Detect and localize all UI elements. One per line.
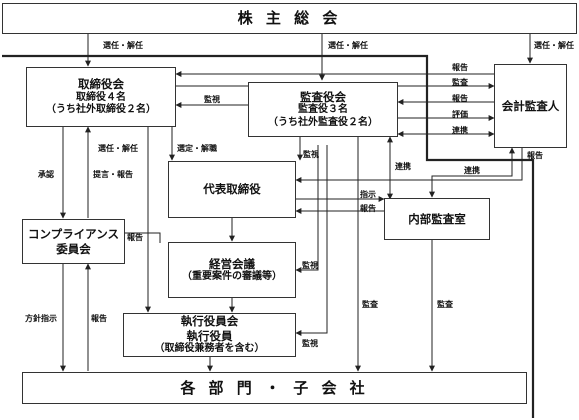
mgmt-sub: （重要案件の審議等） [182,270,282,282]
auditors-outside: （うち社外監査役２名） [268,116,378,128]
label-monitor-exec: 監視 [302,339,318,348]
label-elect-auditors: 選任・解任 [328,41,368,50]
label-audit-aa-board: 監査 [452,78,468,87]
label-monitor-board: 監視 [204,95,220,104]
compliance-committee-box: コンプライアンス 委員会 [22,219,125,264]
label-elect-accounting-auditor: 選任・解任 [534,41,574,50]
label-report-comp: 報告 [127,233,143,242]
internal-audit-title: 内部監査室 [408,211,466,226]
label-monitor-ceo: 監視 [303,150,319,159]
label-evaluate: 評価 [452,110,468,119]
label-report-aa-bottom: 報告 [527,151,543,160]
compliance-line2: 委員会 [56,241,91,256]
label-report-aa-aud: 報告 [452,94,468,103]
mgmt-title: 経営会議 [209,256,255,271]
divisions-title: 各 部 門 ・ 子 会 社 [180,378,369,397]
divisions-box: 各 部 門 ・ 子 会 社 [22,372,527,404]
arrow-cooperate-aa-ia [429,147,515,198]
label-approve: 承認 [38,170,54,179]
audit-board-box: 監査役会 監査役３名 （うち社外監査役２名） [248,82,398,137]
internal-audit-box: 内部監査室 [384,198,490,240]
board-outside: （うち社外取締役２名） [46,104,156,116]
label-report-ia-ceo: 報告 [360,204,376,213]
shareholders-title: 株 主 総 会 [237,9,342,28]
board-count: 取締役４名 [76,91,126,103]
accounting-auditor-box: 会計監査人 [494,64,567,148]
exec-line3: （取締役兼務者を含む） [154,343,265,355]
board-title: 取締役会 [78,77,124,92]
label-report-aa-board: 報告 [452,63,468,72]
shareholders-meeting-box: 株 主 総 会 [2,3,577,34]
arrow-monitor-exec [295,145,328,336]
management-meeting-box: 経営会議 （重要案件の審議等） [168,242,296,298]
label-elect-exec: 選任・解任 [98,144,138,153]
auditors-title: 監査役会 [300,89,346,104]
label-cooperate-aa: 連携 [452,126,468,135]
arrow-report-aa-ceo [295,148,523,183]
label-monitor-mgmt: 監視 [302,261,318,270]
executive-officers-box: 執行役員会 執行役員 （取締役兼務者を含む） [123,313,296,357]
accounting-auditor-title: 会計監査人 [501,98,560,113]
company-boundary [2,54,535,418]
label-cooperate-aa-ia: 連携 [464,166,480,175]
board-of-directors-box: 取締役会 取締役４名 （うち社外取締役２名） [26,67,176,127]
ceo-title: 代表取締役 [203,182,261,197]
label-propose-report: 提言・報告 [93,170,133,179]
ceo-box: 代表取締役 [168,161,296,218]
auditors-count: 監査役３名 [298,104,348,116]
exec-line2: 執行役員 [186,328,233,343]
exec-title: 執行役員会 [180,314,239,329]
arrow-monitor-mgmt [295,145,319,273]
compliance-title: コンプライアンス [28,227,119,242]
label-report-div: 報告 [91,314,107,323]
label-select-ceo: 選定・解職 [177,144,217,153]
label-cooperate-aud-ia: 連携 [395,162,411,171]
label-policy: 方針指示 [25,314,57,323]
label-elect-board: 選任・解任 [103,41,143,50]
line-report-comp [125,232,161,243]
label-instruct: 指示 [360,190,376,199]
label-audit-ia-div: 監査 [437,300,453,309]
label-audit-aud-div: 監査 [362,300,378,309]
